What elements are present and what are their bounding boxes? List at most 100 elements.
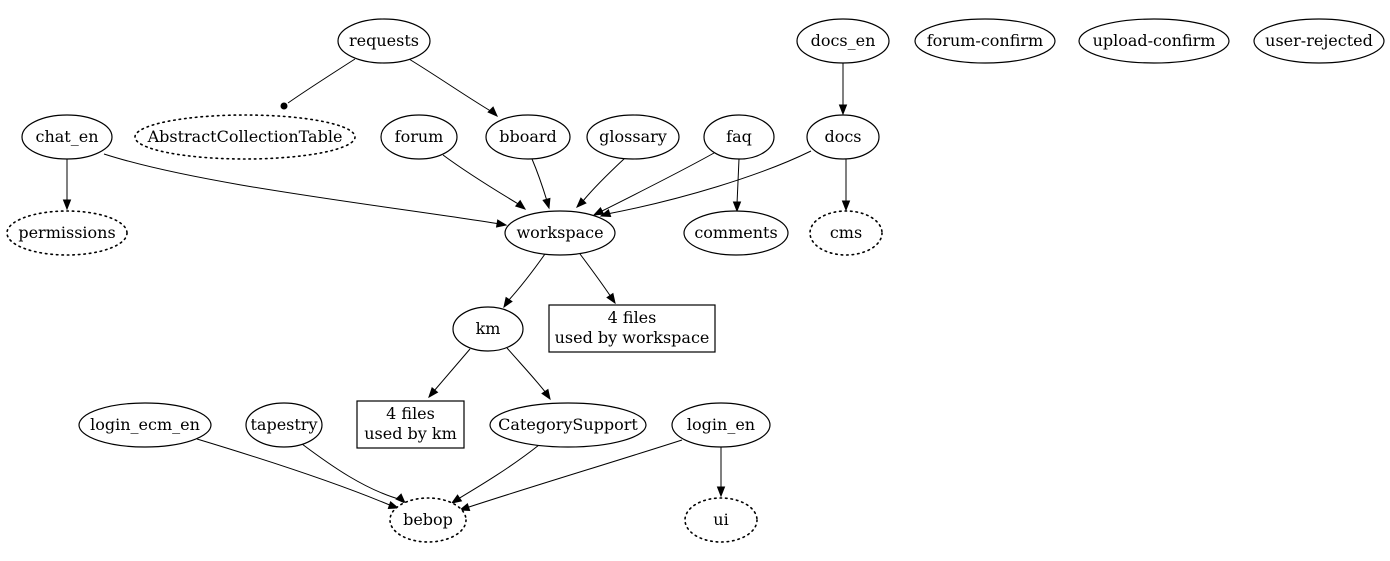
arrowhead-icon	[62, 199, 72, 211]
edge-line	[736, 158, 740, 205]
arrowhead-icon	[732, 201, 742, 213]
nodes-layer: requests docs_en forum-confirm upload-confi…	[6, 18, 1385, 543]
edge-line	[457, 444, 540, 500]
node-tapestry[interactable]: tapestry	[245, 402, 323, 448]
node-km[interactable]: km	[452, 306, 524, 352]
node-label: glossary	[599, 127, 667, 146]
node-ellipse	[489, 402, 647, 448]
arrowhead-icon	[514, 199, 527, 210]
dot-head-icon	[280, 102, 288, 110]
node-comments[interactable]: comments	[683, 210, 789, 256]
node-ellipse	[337, 18, 431, 64]
arrowhead-icon	[495, 219, 508, 228]
node-requests[interactable]: requests	[337, 18, 431, 64]
node-label: km	[476, 319, 501, 338]
node-ellipse	[504, 210, 616, 256]
arrowhead-icon	[592, 206, 605, 216]
node-label: forum	[395, 127, 444, 146]
node-label: requests	[349, 31, 419, 50]
edge-login-en-to-bebop	[458, 439, 683, 512]
edges-layer	[62, 58, 851, 512]
edge-line	[301, 443, 403, 501]
edge-line	[287, 58, 356, 104]
edge-workspace-to-km	[503, 253, 546, 309]
edge-km-to-files-km	[428, 348, 471, 399]
node-label: AbstractCollectionTable	[147, 127, 343, 146]
node-label: docs	[824, 127, 861, 146]
node-label: workspace	[516, 223, 603, 242]
arrowhead-icon	[838, 104, 848, 116]
edge-km-to-category-support	[506, 347, 551, 401]
edge-tapestry-to-bebop	[301, 443, 406, 504]
node-ellipse	[806, 114, 880, 160]
node-box	[356, 400, 465, 449]
edge-category-support-to-bebop	[450, 444, 540, 504]
node-forum-confirm[interactable]: forum-confirm	[914, 18, 1056, 64]
node-chat-en[interactable]: chat_en	[21, 114, 113, 160]
edge-glossary-to-workspace	[576, 157, 626, 208]
arrowhead-icon	[576, 197, 587, 208]
node-ellipse	[684, 497, 758, 543]
node-forum[interactable]: forum	[380, 114, 458, 160]
node-label: cms	[830, 223, 862, 242]
arrowhead-icon	[503, 296, 513, 309]
edge-line	[531, 158, 548, 202]
node-ui[interactable]: ui	[684, 497, 758, 543]
node-workspace[interactable]: workspace	[504, 210, 616, 256]
node-category-support[interactable]: CategorySupport	[489, 402, 647, 448]
edge-line	[507, 253, 546, 302]
node-login-ecm-en[interactable]: login_ecm_en	[78, 402, 212, 448]
node-ellipse	[586, 114, 680, 160]
node-ellipse	[796, 18, 890, 64]
node-abstract-collection-table[interactable]: AbstractCollectionTable	[134, 114, 356, 160]
node-label: ui	[713, 510, 728, 529]
node-label: faq	[726, 127, 752, 146]
node-glossary[interactable]: glossary	[586, 114, 680, 160]
node-label: used by workspace	[555, 328, 710, 347]
arrowhead-icon	[606, 292, 616, 305]
node-cms[interactable]: cms	[809, 210, 883, 256]
edge-faq-to-comments	[732, 158, 742, 213]
node-faq[interactable]: faq	[703, 114, 775, 160]
arrowhead-icon	[599, 208, 612, 218]
edge-bboard-to-workspace	[531, 158, 551, 210]
edge-chat-en-to-permissions	[62, 159, 72, 211]
node-label: used by km	[364, 424, 457, 443]
node-ellipse	[914, 18, 1056, 64]
node-label: login_ecm_en	[90, 415, 200, 434]
node-bboard[interactable]: bboard	[485, 114, 571, 160]
edge-requests-to-bboard	[408, 58, 498, 117]
node-label: 4 files	[608, 308, 657, 327]
node-user-rejected[interactable]: user-rejected	[1253, 18, 1385, 64]
edge-forum-to-workspace	[442, 154, 527, 210]
node-ellipse	[21, 114, 113, 160]
node-ellipse	[703, 114, 775, 160]
edge-docs-to-workspace	[599, 150, 812, 218]
edge-line	[408, 58, 495, 114]
node-upload-confirm[interactable]: upload-confirm	[1078, 18, 1230, 64]
node-ellipse	[134, 114, 356, 160]
node-label: CategorySupport	[498, 415, 638, 434]
edge-login-en-to-ui	[716, 447, 726, 498]
node-ellipse	[1078, 18, 1230, 64]
node-login-en[interactable]: login_en	[671, 402, 771, 448]
node-box	[548, 304, 716, 353]
node-label: upload-confirm	[1093, 31, 1216, 50]
node-docs[interactable]: docs	[806, 114, 880, 160]
node-ellipse	[380, 114, 458, 160]
edge-requests-to-abstract-collection-table	[280, 58, 356, 110]
arrowhead-icon	[541, 388, 551, 401]
node-label: permissions	[18, 223, 115, 242]
edge-line	[582, 157, 626, 202]
edge-line	[442, 154, 521, 206]
node-label: tapestry	[250, 415, 317, 434]
node-ellipse	[6, 210, 128, 256]
node-label: user-rejected	[1265, 31, 1373, 50]
node-bebop[interactable]: bebop	[389, 497, 467, 543]
edge-docs-en-to-docs	[838, 63, 848, 116]
arrowhead-icon	[395, 493, 406, 504]
node-docs-en[interactable]: docs_en	[796, 18, 890, 64]
node-permissions[interactable]: permissions	[6, 210, 128, 256]
